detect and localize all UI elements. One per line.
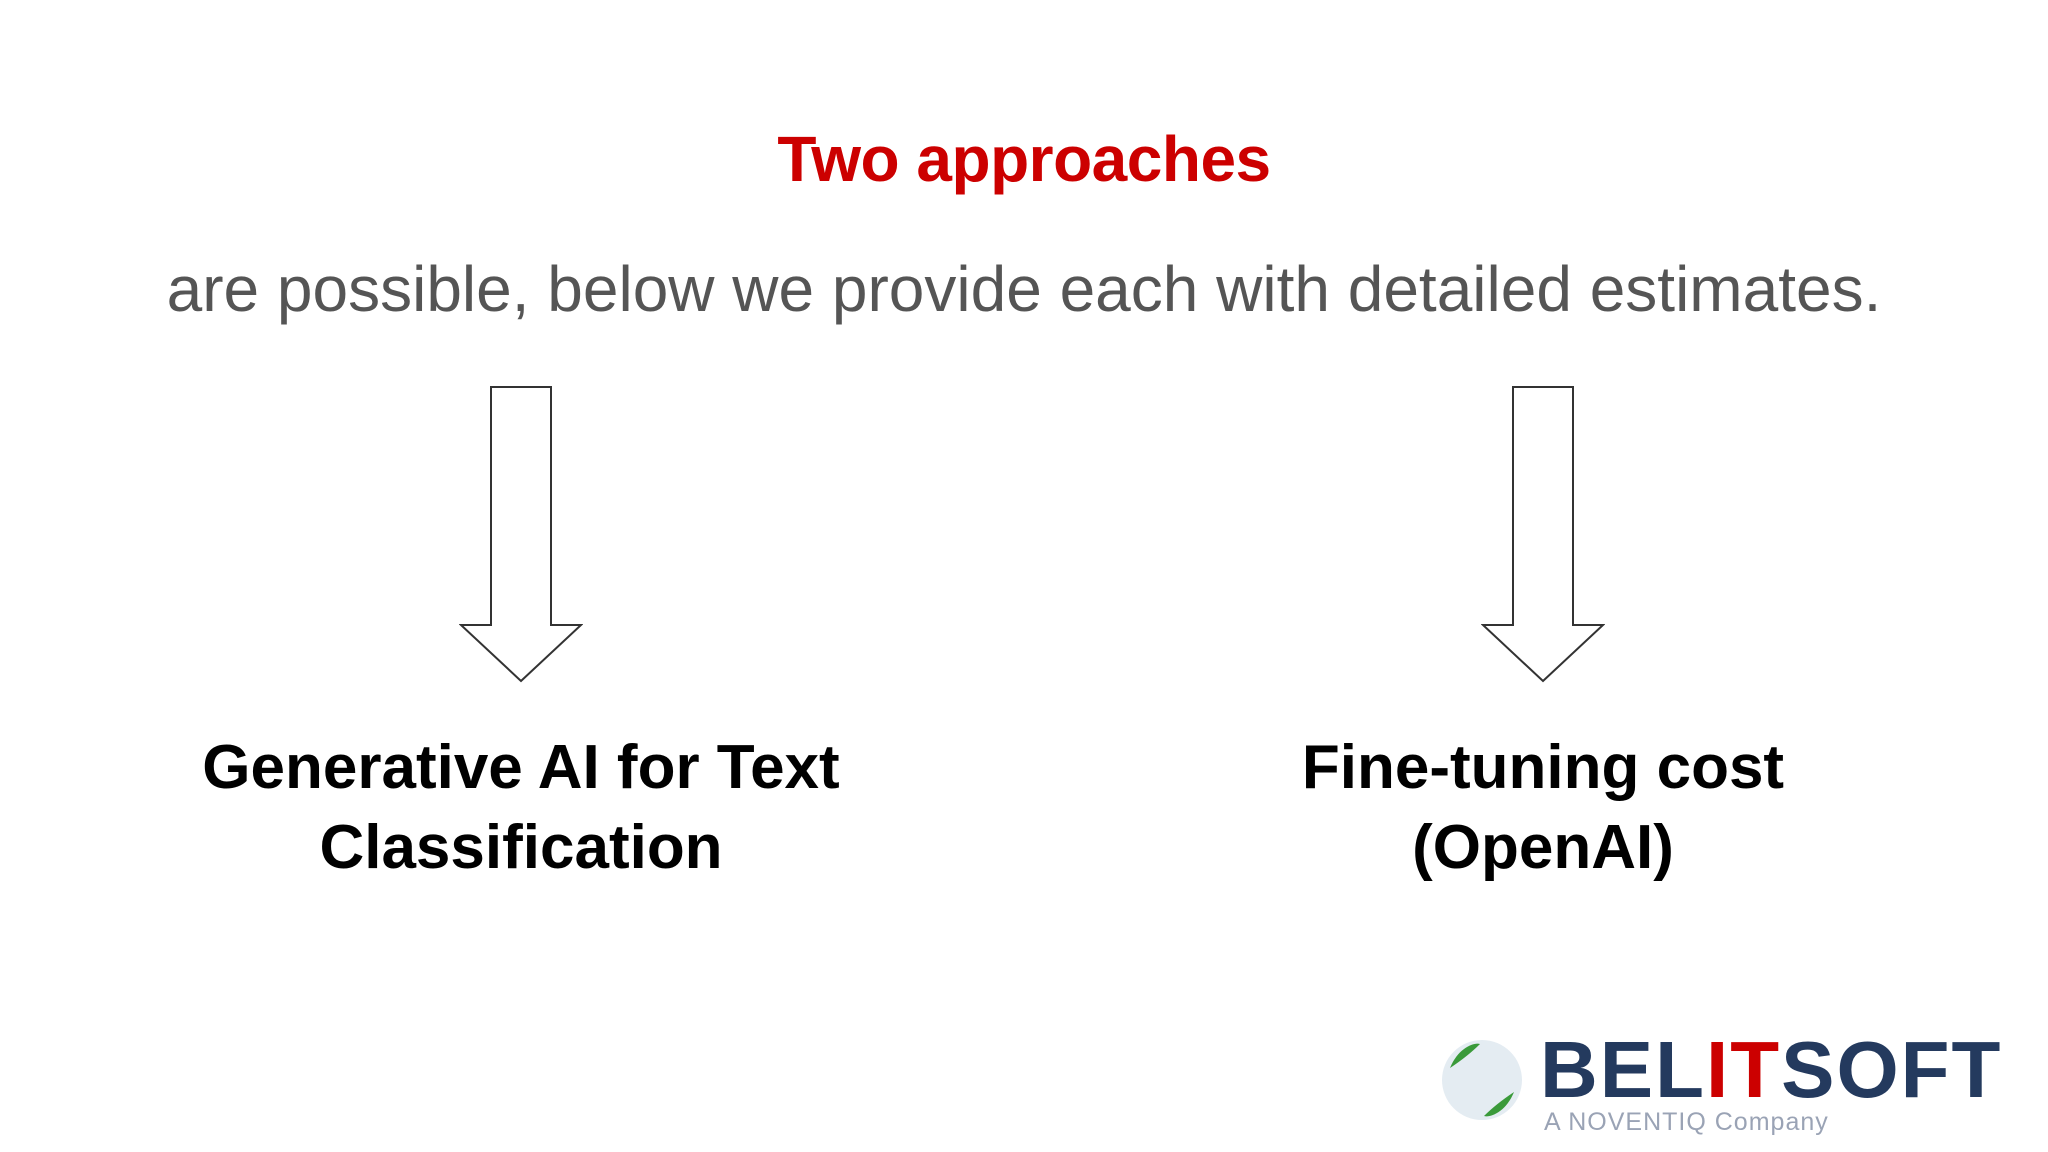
down-arrow-outline-icon bbox=[459, 385, 583, 683]
approach-generative-ai: Generative AI for Text Classification bbox=[71, 728, 971, 888]
approach-line: Generative AI for Text bbox=[202, 733, 840, 802]
logo-tagline: A NOVENTIQ Company bbox=[1544, 1108, 1829, 1136]
company-logo: BELITSOFT A NOVENTIQ Company bbox=[1440, 1030, 2000, 1140]
belitsoft-logo-mark-icon bbox=[1440, 1038, 1524, 1122]
approach-line: (OpenAI) bbox=[1412, 813, 1674, 882]
approach-line: Fine-tuning cost bbox=[1301, 733, 1785, 802]
approach-line: Classification bbox=[319, 813, 723, 882]
down-arrow-outline-icon bbox=[1481, 385, 1605, 683]
slide-title: Two approaches bbox=[777, 123, 1271, 195]
logo-wordmark-text: BELITSOFT bbox=[1540, 1025, 2003, 1114]
logo-wordmark: BELITSOFT bbox=[1540, 1030, 2002, 1110]
approach-fine-tuning: Fine-tuning cost (OpenAI) bbox=[1093, 728, 1993, 888]
slide-subtitle: are possible, below we provide each with… bbox=[166, 253, 1882, 325]
